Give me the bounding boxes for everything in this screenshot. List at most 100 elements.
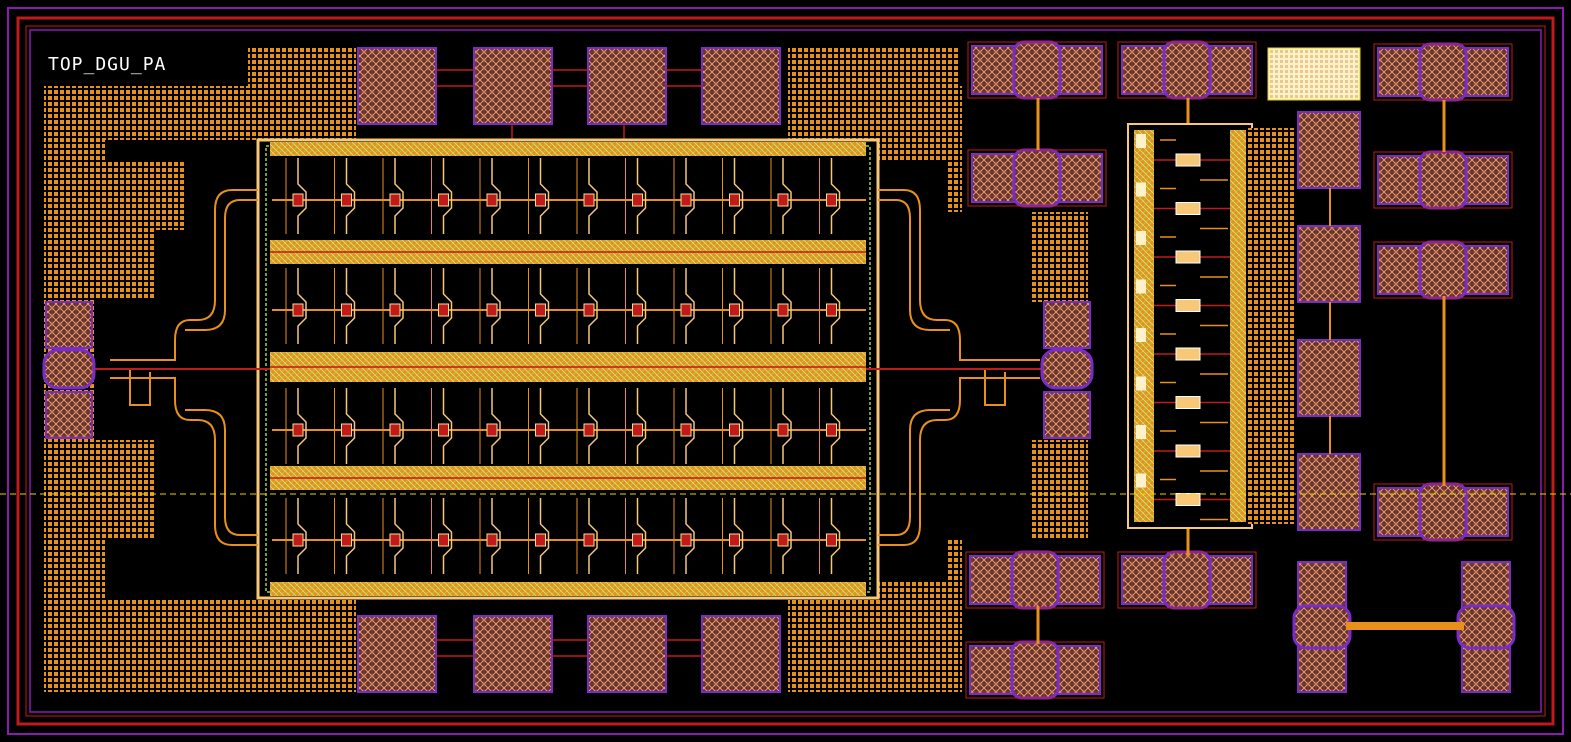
drain-finger (539, 388, 550, 464)
drain-finger (345, 268, 356, 344)
drain-finger (733, 388, 744, 464)
gsg-test-pad (965, 550, 1105, 610)
bypass-cap (1297, 111, 1361, 189)
pad (357, 615, 437, 693)
transistor-cell (826, 193, 837, 207)
drain-finger (297, 268, 307, 344)
transistor-cell (632, 533, 643, 547)
transistor-cell (292, 303, 304, 317)
transistor-cell (341, 193, 352, 207)
pad (701, 615, 781, 693)
seal-ring-red (16, 16, 1555, 726)
gsg-test-pad (1117, 550, 1257, 610)
drain-finger (539, 158, 550, 234)
transistor-cell (729, 423, 740, 437)
gsg-test-pad (1373, 482, 1513, 542)
drain-finger (830, 498, 841, 574)
input-balun-traces (110, 189, 258, 546)
transistor-cell (535, 303, 546, 317)
drain-finger (297, 388, 307, 464)
transistor-cell (826, 303, 837, 317)
transistor-cell (535, 533, 546, 547)
core-rf-lines (270, 251, 866, 479)
transistor-cell (389, 303, 401, 317)
transistor-cell (292, 193, 304, 207)
drain-finger (297, 158, 307, 234)
drain-finger (782, 498, 792, 574)
driver-mim-array (1248, 128, 1294, 524)
pad (357, 47, 437, 125)
transistor-cell (438, 423, 449, 437)
transistor-cell (729, 303, 740, 317)
driver-bias-line (1160, 284, 1228, 327)
drain-finger (491, 388, 501, 464)
drain-finger (442, 388, 453, 464)
transistor-cell (438, 303, 449, 317)
drain-finger (345, 388, 356, 464)
driver-resistor (1136, 279, 1146, 294)
transistor-cell (680, 303, 692, 317)
transistor-cell (438, 533, 449, 547)
drain-finger (588, 498, 598, 574)
drain-finger (588, 388, 598, 464)
transistor-cell (777, 193, 789, 207)
transistor-cell (292, 423, 304, 437)
drain-finger (491, 158, 501, 234)
driver-transistor (1175, 299, 1201, 312)
transistor-cell (535, 423, 546, 437)
drain-finger (782, 158, 792, 234)
drain-finger (394, 158, 404, 234)
pad (473, 47, 553, 125)
bypass-cap (1297, 453, 1361, 531)
transistor-cell (680, 423, 692, 437)
gsg-test-pad (967, 40, 1107, 100)
seal-ring-inner (25, 25, 1546, 717)
drain-finger (297, 498, 307, 574)
driver-resistor (1136, 231, 1146, 245)
pad (473, 615, 553, 693)
gsg-test-pad-vertical (1456, 561, 1516, 693)
bypass-cap (1297, 225, 1361, 303)
gsg-test-pad (1373, 240, 1513, 300)
driver-transistor (1175, 347, 1201, 361)
drain-finger (491, 268, 501, 344)
bypass-cap-column (1297, 111, 1361, 531)
rf-input-pad (42, 301, 96, 439)
gsg-test-pad (1373, 42, 1513, 102)
driver-bias-line (1160, 187, 1228, 230)
core-bus-bottom (270, 582, 866, 596)
drain-finger (539, 498, 550, 574)
driver-resistor (1136, 182, 1146, 197)
transistor-cell (777, 423, 789, 437)
seal-ring-outer (7, 7, 1564, 735)
driver-transistor (1175, 202, 1201, 215)
transistor-cell (583, 303, 595, 317)
drain-finger (636, 498, 647, 574)
transistor-cell (486, 303, 498, 317)
driver-resistor (1136, 425, 1146, 439)
transistor-cell (729, 193, 740, 207)
drain-finger (636, 388, 647, 464)
drain-finger (685, 158, 695, 234)
drain-finger (685, 388, 695, 464)
gsg-test-pad (1117, 40, 1257, 100)
transistor-cell (632, 193, 643, 207)
driver-resistor (1136, 376, 1146, 391)
transistor-cell (680, 533, 692, 547)
ground-plane-top-left (248, 48, 356, 140)
tline-test-line (1346, 622, 1464, 630)
driver-right-rail (1230, 130, 1246, 522)
transistor-cell (777, 533, 789, 547)
transistor-cell (632, 423, 643, 437)
transistor-cell (632, 303, 643, 317)
driver-bias-line (1160, 381, 1228, 424)
mim-cap-block (1267, 47, 1361, 101)
driver-transistor (1175, 250, 1201, 264)
transistor-cell (777, 303, 789, 317)
driver-resistor (1136, 473, 1146, 488)
transistor-cell (341, 423, 352, 437)
drain-finger (636, 158, 647, 234)
drain-finger (830, 158, 841, 234)
drain-finger (733, 268, 744, 344)
driver-resistor (1136, 328, 1146, 342)
